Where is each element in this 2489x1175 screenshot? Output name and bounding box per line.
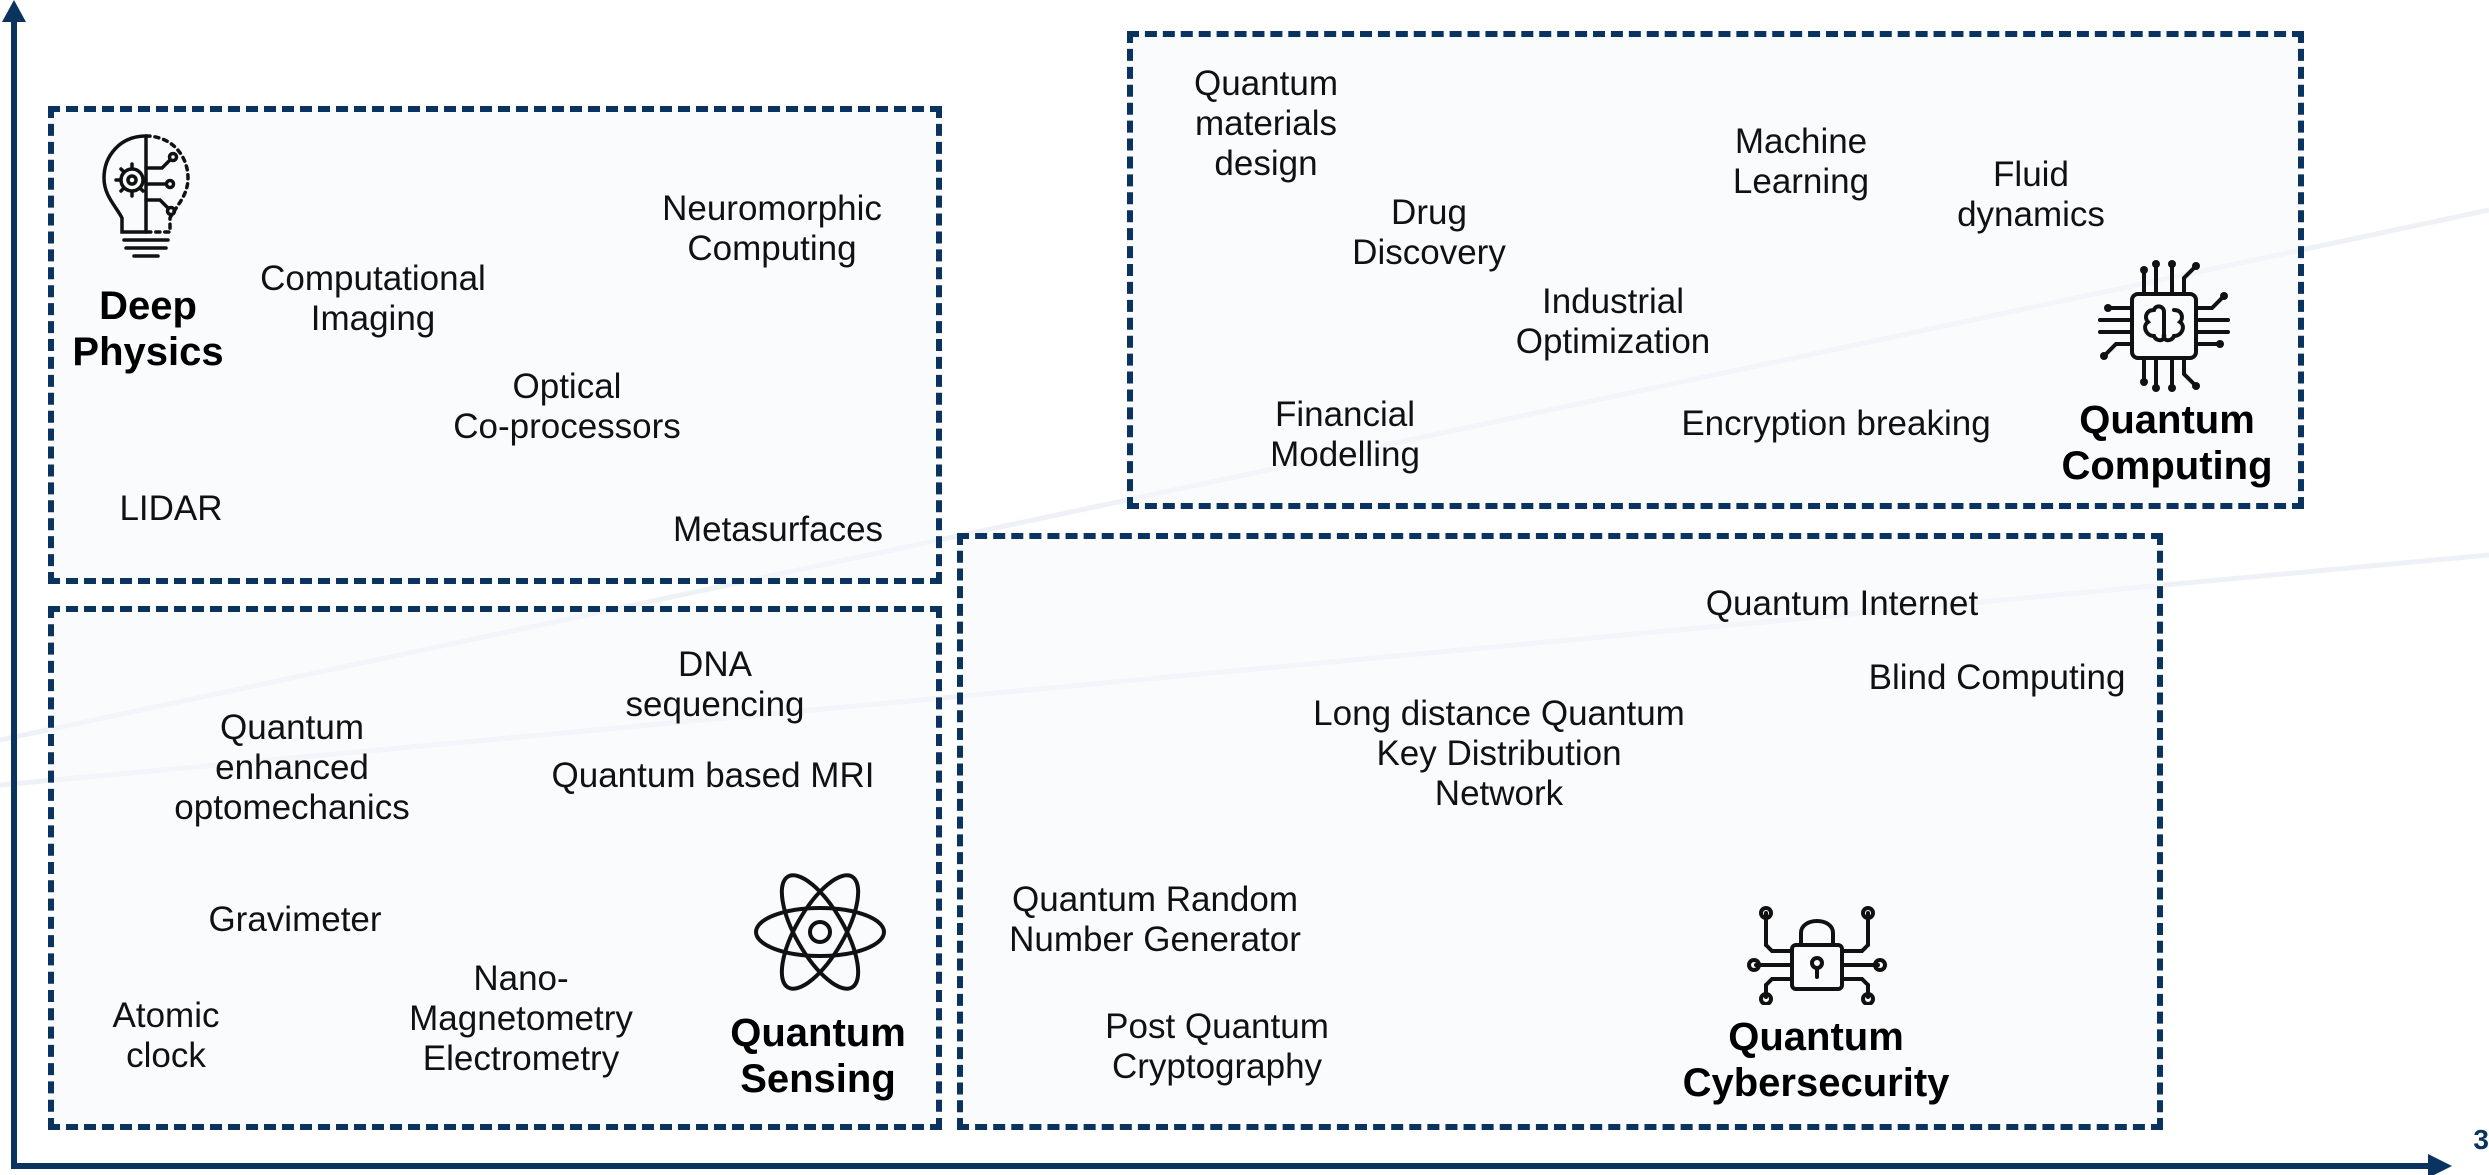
atom-icon [754,873,886,991]
machine-learning-label: Machine Learning [1732,122,1870,201]
optical-coprocessors-label: Optical Co-processors [453,367,681,446]
computational-imaging-label: Computational Imaging [260,259,486,338]
deep-physics-title: Deep Physics [72,284,224,374]
quantum-cybersecurity-box [957,533,2163,1130]
dna-sequencing-label: DNA sequencing [625,645,805,724]
quantum-materials-label: Quantum materials design [1194,64,1338,183]
blind-computing-label: Blind Computing [1868,658,2126,697]
gravimeter-label: Gravimeter [208,900,382,939]
quantum-sensing-box [48,606,942,1130]
lidar-label: LIDAR [119,489,223,528]
x-axis [11,1154,2452,1175]
financial-modelling-label: Financial Modelling [1270,395,1420,474]
qkd-network-label: Long distance Quantum Key Distribution N… [1313,694,1685,813]
lightbulb-circuit-icon [102,134,190,258]
quantum-sensing-title: Quantum Sensing [730,1011,906,1101]
metasurfaces-label: Metasurfaces [672,510,884,549]
page-number: 3 [2473,1124,2489,1155]
neuromorphic-computing-label: Neuromorphic Computing [662,189,882,268]
padlock-circuit-icon [1747,906,1887,1005]
encryption-breaking-label: Encryption breaking [1681,404,1991,443]
fluid-dynamics-label: Fluid dynamics [1957,155,2105,234]
y-axis [2,0,26,1168]
quantum-computing-box [1127,31,2304,509]
quantum-internet-label: Quantum Internet [1705,584,1979,623]
brain-chip-icon [2098,260,2230,392]
post-quantum-cryptography-label: Post Quantum Cryptography [1105,1007,1329,1086]
drug-discovery-label: Drug Discovery [1352,193,1506,272]
quantum-mri-label: Quantum based MRI [551,756,875,795]
qrng-label: Quantum Random Number Generator [1009,880,1301,959]
quantum-cybersecurity-title: Quantum Cybersecurity [1682,1015,1950,1105]
atomic-clock-label: Atomic clock [112,996,220,1075]
quantum-computing-title: Quantum Computing [2061,398,2273,488]
industrial-optimization-label: Industrial Optimization [1515,282,1711,361]
optomechanics-label: Quantum enhanced optomechanics [174,708,410,827]
nano-magnetometry-label: Nano- Magnetometry Electrometry [409,959,633,1078]
deep-physics-box [48,106,942,584]
